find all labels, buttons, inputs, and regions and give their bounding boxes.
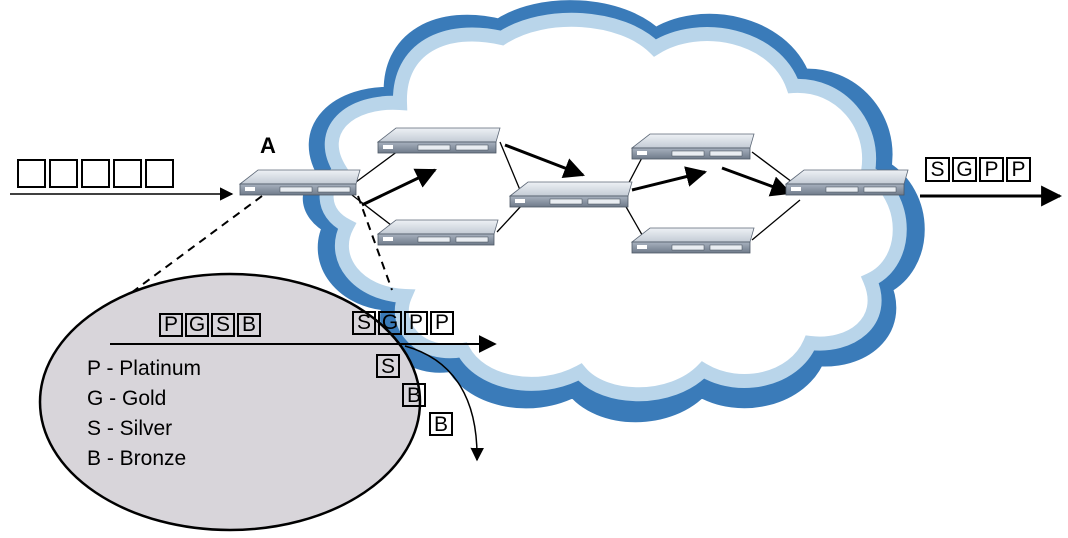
packet-label: S bbox=[930, 158, 944, 181]
packet-label: P bbox=[1011, 158, 1025, 181]
packet bbox=[49, 159, 78, 188]
packet-label: B bbox=[242, 313, 256, 336]
legend-item: B - Bronze bbox=[87, 447, 186, 470]
packet-label: P bbox=[409, 311, 423, 334]
packet-label: S bbox=[216, 313, 230, 336]
inset-divert-arrow bbox=[404, 345, 484, 462]
switch-a bbox=[238, 169, 361, 196]
packet-label: S bbox=[357, 311, 371, 334]
packet-label: P bbox=[164, 313, 178, 336]
legend-item: S - Silver bbox=[87, 417, 172, 440]
diverted-packet-queue: SBB bbox=[376, 354, 453, 436]
incoming-packet-queue bbox=[17, 159, 174, 188]
packet: P bbox=[1006, 157, 1031, 182]
packet: S bbox=[352, 311, 376, 335]
switch-lower-1 bbox=[376, 219, 499, 246]
packet-label: G bbox=[382, 311, 398, 334]
packet bbox=[17, 159, 46, 188]
packet: G bbox=[378, 311, 402, 335]
packet: S bbox=[925, 157, 950, 182]
packet bbox=[113, 159, 142, 188]
packet-label: S bbox=[381, 355, 395, 378]
switch-upper-2 bbox=[630, 133, 755, 160]
node-label-a: A bbox=[260, 133, 276, 158]
packet: B bbox=[402, 383, 426, 407]
packet-label: B bbox=[434, 413, 448, 436]
legend-item: G - Gold bbox=[87, 387, 166, 410]
packet: G bbox=[952, 157, 977, 182]
packet-label: G bbox=[189, 313, 205, 336]
packet: P bbox=[404, 311, 428, 335]
legend-item: P - Platinum bbox=[87, 357, 201, 380]
packet-label: P bbox=[984, 158, 998, 181]
packet-label: G bbox=[956, 158, 972, 181]
switches bbox=[238, 127, 909, 254]
switch-egress bbox=[784, 169, 909, 196]
packet-label: B bbox=[407, 384, 421, 407]
packet: G bbox=[185, 313, 209, 337]
packet-label: P bbox=[435, 311, 449, 334]
packet: P bbox=[979, 157, 1004, 182]
packet: B bbox=[237, 313, 261, 337]
switch-upper-1 bbox=[376, 127, 501, 154]
inset-ellipse bbox=[38, 272, 422, 532]
class-legend: P - Platinum G - Gold S - Silver B - Bro… bbox=[87, 357, 201, 470]
packet: B bbox=[429, 412, 453, 436]
packet: S bbox=[376, 354, 400, 378]
packet: P bbox=[159, 313, 183, 337]
switch-lower-2 bbox=[630, 227, 755, 254]
switch-core bbox=[508, 181, 633, 208]
packet: P bbox=[430, 311, 454, 335]
packet: S bbox=[211, 313, 235, 337]
packet bbox=[145, 159, 174, 188]
packet bbox=[81, 159, 110, 188]
traffic-arrows bbox=[361, 143, 792, 207]
